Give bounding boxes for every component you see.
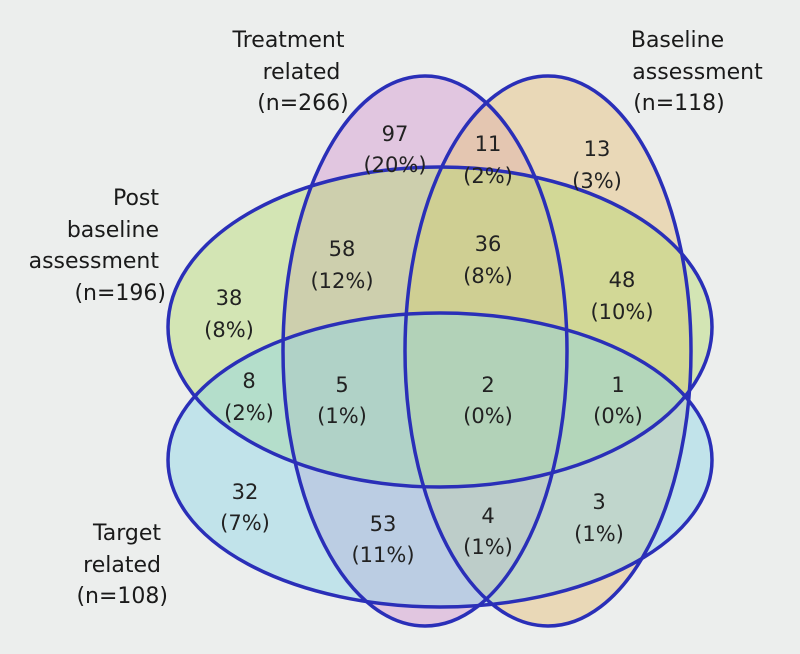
region-b-only: 13(3%) xyxy=(572,137,622,193)
region-t-b: 11(2%) xyxy=(463,132,513,188)
baseline-ellipse xyxy=(405,76,691,626)
region-p-b-g: 1(0%) xyxy=(593,373,643,428)
post-baseline-ellipse xyxy=(168,167,712,487)
post-baseline-label: Post baseline assessment (n=196) xyxy=(29,186,166,306)
region-p-t-b-g: 2(0%) xyxy=(463,373,513,428)
target-label: Target related (n=108) xyxy=(76,521,168,609)
post-baseline-outline xyxy=(166,165,714,489)
baseline-label: Baseline assessment (n=118) xyxy=(631,28,770,116)
treatment-outline xyxy=(281,74,569,628)
region-p-t: 58(12%) xyxy=(310,237,373,293)
target-outline xyxy=(166,311,714,609)
region-t-b-g: 4(1%) xyxy=(463,504,513,559)
region-p-g: 8(2%) xyxy=(224,369,274,425)
region-p-t-b: 36(8%) xyxy=(463,232,513,288)
region-b-g: 3(1%) xyxy=(574,490,624,546)
treatment-label: Treatment related (n=266) xyxy=(232,28,352,116)
region-p-b: 48(10%) xyxy=(590,268,653,324)
region-p-only: 38(8%) xyxy=(204,286,254,342)
region-t-only: 97(20%) xyxy=(363,122,426,177)
region-p-t-g: 5(1%) xyxy=(317,373,367,428)
region-t-g: 53(11%) xyxy=(351,512,414,567)
target-ellipse xyxy=(168,313,712,607)
region-g-only: 32(7%) xyxy=(220,480,270,535)
baseline-outline xyxy=(403,74,693,628)
